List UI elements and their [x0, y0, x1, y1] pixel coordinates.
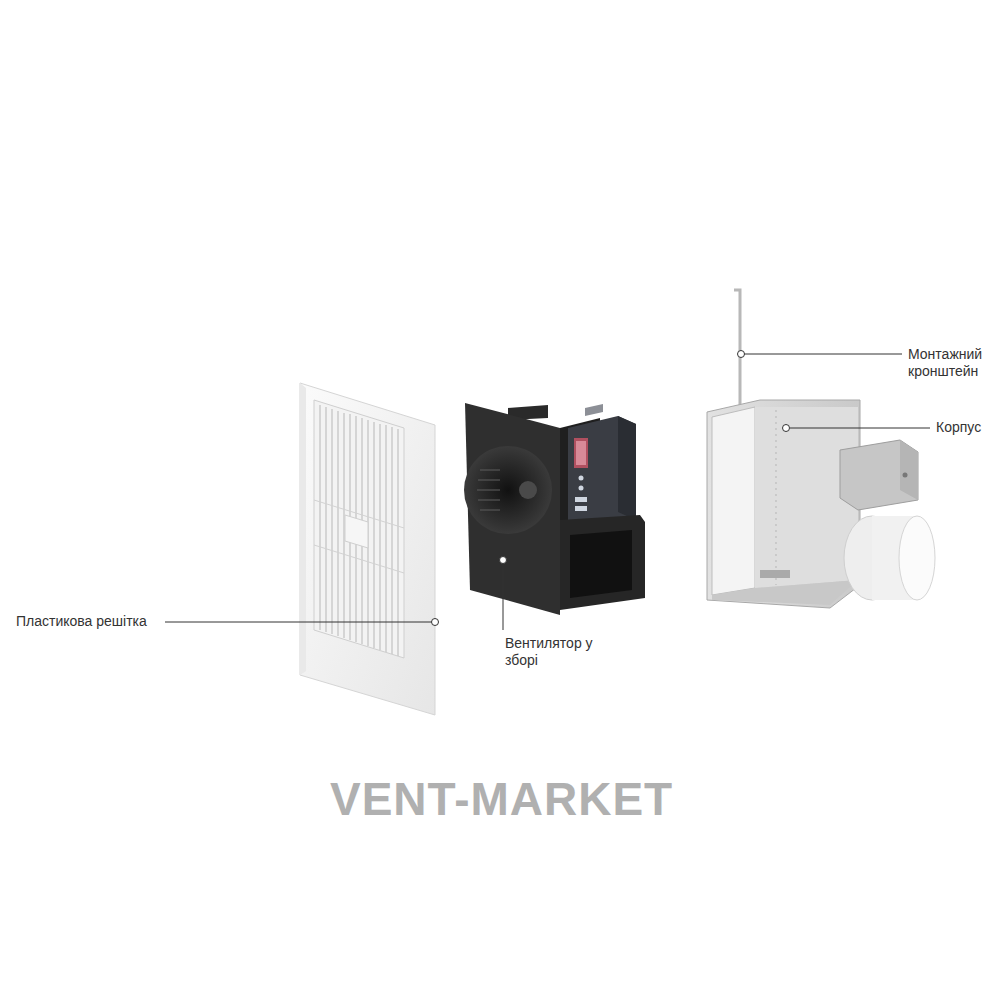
- housing-drawing: [707, 290, 935, 608]
- part-label: Корпус: [936, 419, 981, 436]
- watermark: VENT-MARKET: [330, 772, 673, 826]
- part-label: Пластикова решітка: [16, 613, 147, 630]
- fan-drawing: [464, 403, 645, 615]
- part-label: Монтажний кронштейн: [908, 346, 994, 380]
- leader-lines: [165, 351, 930, 631]
- part-label: Вентилятор у зборі: [505, 635, 615, 669]
- grille-drawing: [300, 383, 435, 715]
